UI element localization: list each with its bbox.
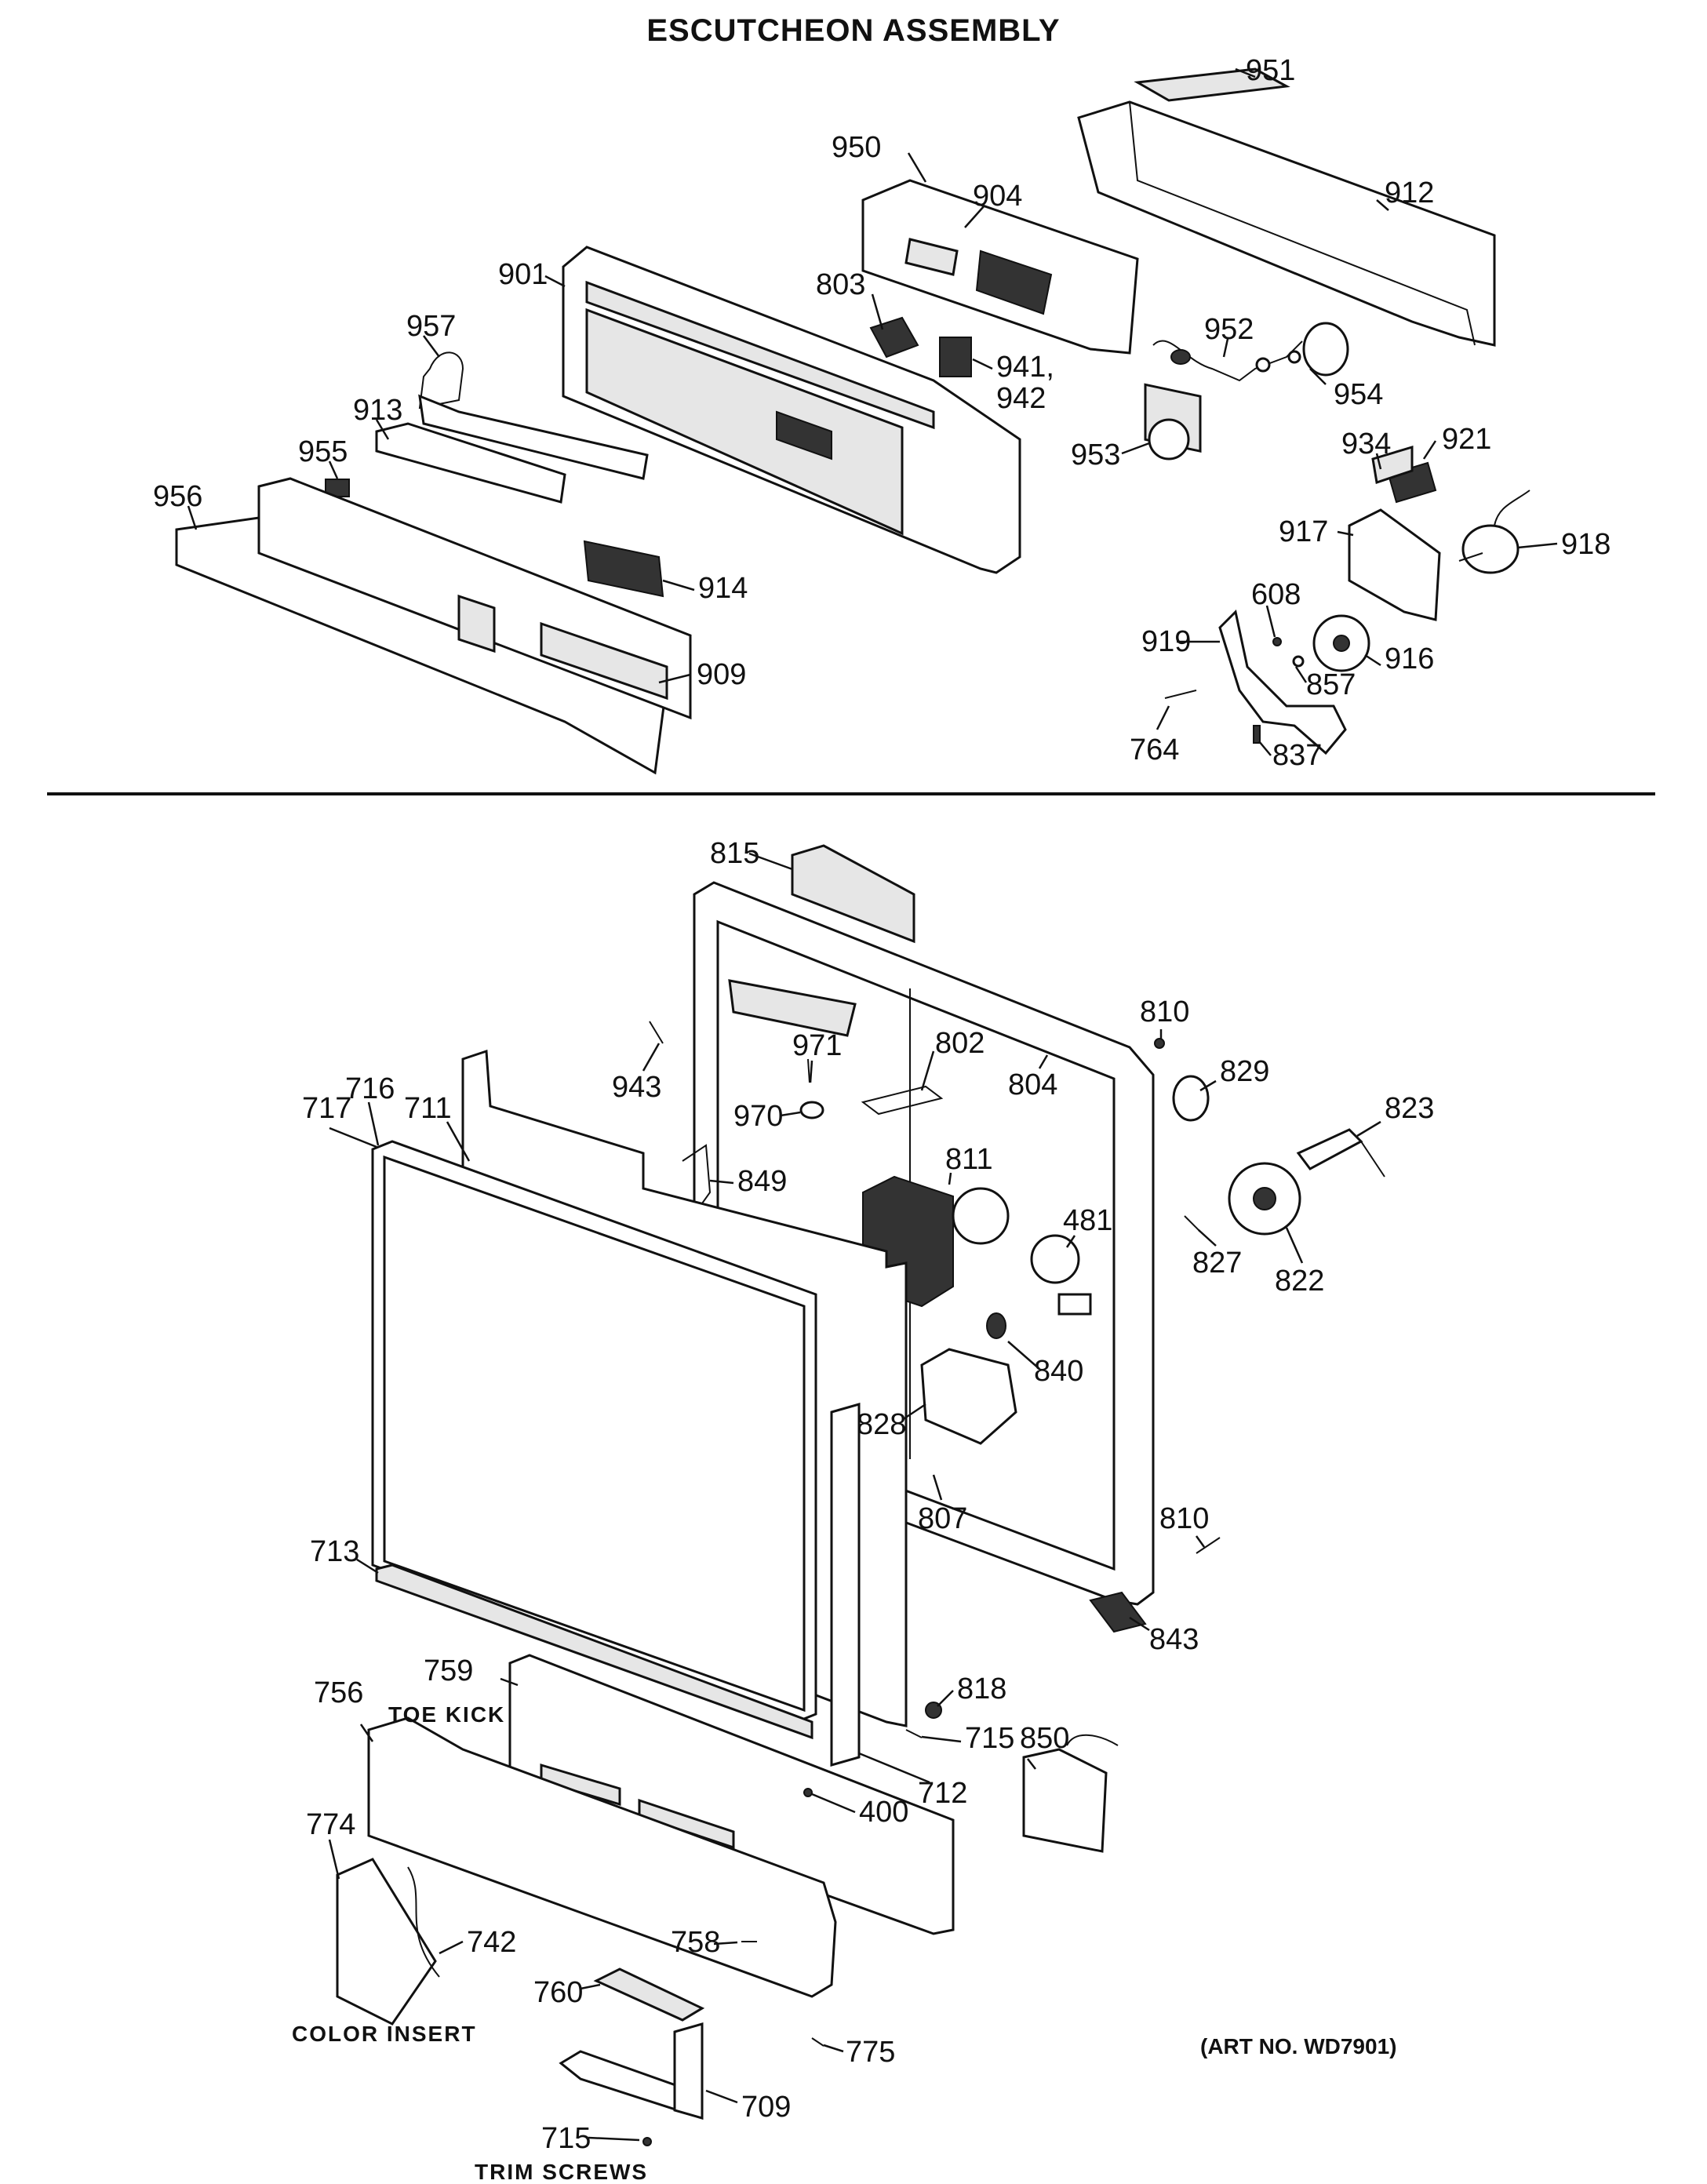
callout-955: 955 xyxy=(298,435,348,468)
caption-trim-screws: TRIM SCREWS xyxy=(475,2160,648,2184)
diagram-title: ESCUTCHEON ASSEMBLY xyxy=(646,13,1060,48)
upper-leaders xyxy=(187,67,1558,756)
callout-950: 950 xyxy=(832,131,881,164)
callout-712: 712 xyxy=(918,1777,967,1810)
callout-608: 608 xyxy=(1251,578,1301,611)
callout-828: 828 xyxy=(857,1408,906,1441)
callout-970: 970 xyxy=(733,1100,783,1133)
caption-toe-kick: TOE KICK xyxy=(388,1702,505,1727)
callout-759: 759 xyxy=(424,1654,473,1687)
caption-color-insert: COLOR INSERT xyxy=(292,2022,477,2046)
callout-715-lower: 715 xyxy=(541,2122,591,2155)
callout-916: 916 xyxy=(1385,642,1434,675)
callout-804: 804 xyxy=(1008,1068,1057,1101)
callout-811: 811 xyxy=(945,1143,993,1176)
callout-711: 711 xyxy=(404,1092,452,1125)
callout-857: 857 xyxy=(1306,668,1356,701)
callout-919: 919 xyxy=(1141,625,1191,658)
callout-957: 957 xyxy=(406,310,456,343)
upper-parts xyxy=(175,67,1530,775)
callout-815: 815 xyxy=(710,837,759,870)
callout-917: 917 xyxy=(1279,515,1328,548)
callout-822: 822 xyxy=(1275,1265,1324,1298)
callout-827: 827 xyxy=(1192,1247,1242,1279)
callout-971: 971 xyxy=(792,1029,842,1062)
callout-843: 843 xyxy=(1149,1623,1199,1656)
callout-713: 713 xyxy=(310,1535,359,1568)
callout-951: 951 xyxy=(1246,54,1295,87)
callout-943: 943 xyxy=(612,1071,661,1104)
callout-953: 953 xyxy=(1071,439,1120,471)
callout-764: 764 xyxy=(1130,733,1179,766)
callout-481: 481 xyxy=(1063,1204,1112,1237)
callout-921: 921 xyxy=(1442,423,1491,456)
callout-742: 742 xyxy=(467,1926,516,1959)
callout-914: 914 xyxy=(698,572,748,605)
callout-715-upper: 715 xyxy=(965,1722,1014,1755)
callout-802: 802 xyxy=(935,1027,985,1060)
callout-709: 709 xyxy=(741,2091,791,2124)
callout-837: 837 xyxy=(1272,739,1322,772)
callout-954: 954 xyxy=(1334,378,1383,411)
callout-909: 909 xyxy=(697,658,746,691)
callout-823: 823 xyxy=(1385,1092,1434,1125)
lower-parts xyxy=(336,844,1385,2146)
callout-756: 756 xyxy=(314,1676,363,1709)
callout-941: 941, xyxy=(996,351,1054,384)
callout-760: 760 xyxy=(533,1976,583,2009)
callout-849: 849 xyxy=(737,1165,787,1198)
callout-901: 901 xyxy=(498,258,548,291)
callout-952: 952 xyxy=(1204,313,1254,346)
callout-775: 775 xyxy=(846,2036,895,2069)
callout-850: 850 xyxy=(1020,1722,1069,1755)
callout-716: 716 xyxy=(345,1072,395,1105)
callout-774: 774 xyxy=(306,1808,355,1841)
callout-840: 840 xyxy=(1034,1355,1083,1388)
callout-829: 829 xyxy=(1220,1055,1269,1088)
art-number: (ART NO. WD7901) xyxy=(1200,2034,1396,2058)
lower-callouts: 815 810 716 943 971 802 717 711 804 829 … xyxy=(302,837,1434,2155)
callout-918: 918 xyxy=(1561,528,1611,561)
callout-904: 904 xyxy=(973,180,1022,213)
callout-758: 758 xyxy=(671,1926,720,1959)
callout-818: 818 xyxy=(957,1673,1006,1705)
callout-810-lower: 810 xyxy=(1159,1502,1209,1535)
callout-810-upper: 810 xyxy=(1140,996,1189,1028)
callout-934: 934 xyxy=(1341,428,1391,460)
callout-912: 912 xyxy=(1385,177,1434,209)
callout-807: 807 xyxy=(918,1502,967,1535)
lower-leaders xyxy=(328,852,1381,2142)
callout-717: 717 xyxy=(302,1092,351,1125)
callout-913: 913 xyxy=(353,394,402,427)
upper-callouts: 951 950 904 912 901 803 957 941, 942 952… xyxy=(153,54,1611,772)
callout-400: 400 xyxy=(859,1796,908,1829)
callout-956: 956 xyxy=(153,480,202,513)
callout-942: 942 xyxy=(996,382,1046,415)
callout-803: 803 xyxy=(816,268,865,301)
